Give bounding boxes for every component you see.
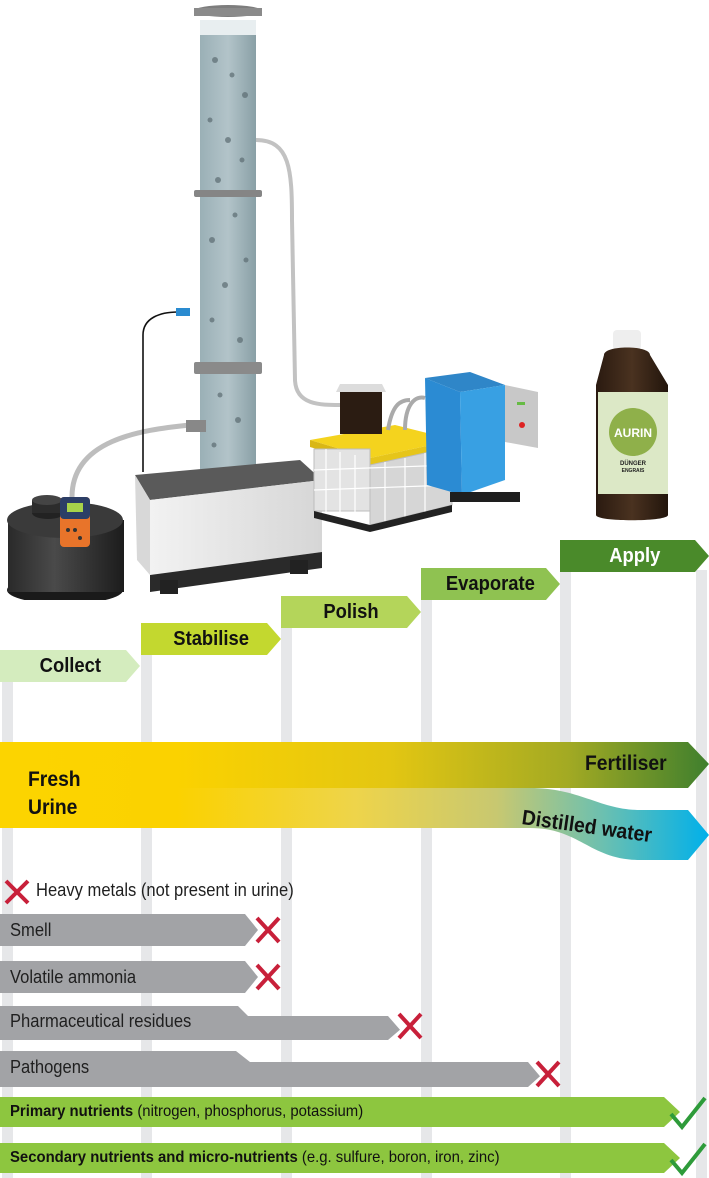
- check-mark-icon: [669, 1096, 707, 1131]
- collection-crate: [135, 460, 322, 594]
- step-label: Evaporate: [446, 572, 535, 595]
- x-mark-icon: [397, 1012, 423, 1040]
- distilled-water-arrow: [0, 788, 709, 860]
- bottle-label-line2: ENGRAIS: [622, 468, 645, 474]
- removed-bar-pathogens: Pathogens: [0, 1051, 540, 1087]
- removed-bar-volatile-ammonia: Volatile ammonia: [0, 961, 258, 993]
- kept-bar-primary-nutrients: Primary nutrients (nitrogen, phosphorus,…: [0, 1097, 680, 1127]
- bottle-brand: AURIN: [614, 426, 652, 440]
- bottle-label-line1: DÜNGER: [620, 460, 647, 467]
- ibc-tank: [310, 384, 455, 532]
- step-evaporate: Evaporate: [421, 568, 560, 600]
- fertiliser-label: Fertiliser: [585, 752, 667, 775]
- x-mark-icon: [255, 963, 281, 991]
- step-label: Polish: [323, 600, 379, 623]
- reactor-column: [186, 5, 262, 500]
- x-mark-icon: [4, 879, 30, 905]
- removed-bar-smell: Smell: [0, 914, 258, 946]
- x-mark-icon: [535, 1060, 561, 1088]
- fertiliser-bottle: AURIN DÜNGER ENGRAIS: [596, 330, 668, 521]
- step-apply: Apply: [560, 540, 709, 572]
- process-illustration: AURIN DÜNGER ENGRAIS: [7, 5, 668, 600]
- flow-arrows: [0, 742, 709, 860]
- dosing-pump: [60, 497, 90, 547]
- fertiliser-arrow: [0, 742, 709, 788]
- step-label: Apply: [608, 544, 661, 567]
- step-collect: Collect: [0, 650, 140, 682]
- check-mark-icon: [669, 1142, 707, 1177]
- x-mark-icon: [255, 916, 281, 944]
- stage-divider: [421, 598, 432, 1178]
- step-label: Collect: [39, 654, 101, 677]
- flow-input-label: Fresh Urine: [28, 768, 81, 819]
- stage-divider: [560, 570, 571, 1178]
- evaporator-unit: [425, 372, 538, 502]
- stage-divider: [281, 626, 292, 1178]
- heavy-metals-label: Heavy metals (not present in urine): [36, 880, 294, 900]
- step-stabilise: Stabilise: [141, 623, 281, 655]
- step-label: Stabilise: [173, 627, 249, 650]
- storage-tank: [7, 495, 124, 600]
- stage-divider: [696, 570, 707, 1178]
- kept-bar-secondary-nutrients: Secondary nutrients and micro-nutrients …: [0, 1143, 680, 1173]
- step-polish: Polish: [281, 596, 421, 628]
- removed-bar-pharmaceutical-residues: Pharmaceutical residues: [0, 1006, 400, 1040]
